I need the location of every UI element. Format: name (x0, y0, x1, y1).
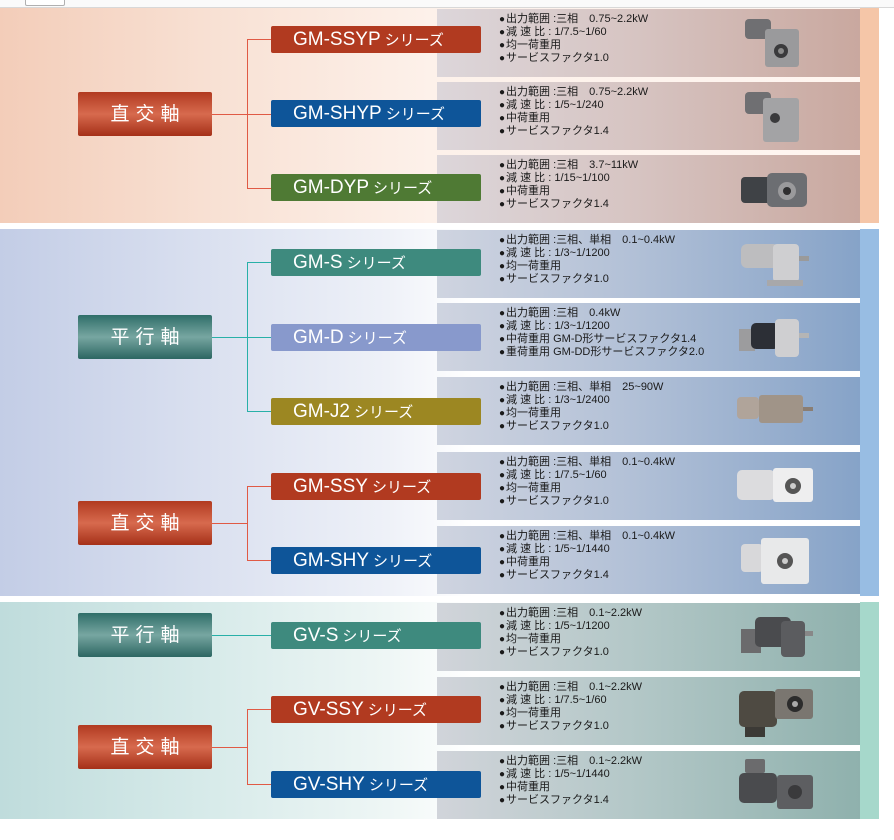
connector-line (247, 709, 272, 710)
spec-list: 出力範囲 :三相、単相 0.1~0.4kW 減 速 比 : 1/5~1/1440… (499, 530, 675, 582)
connector-line (212, 114, 272, 115)
spec-panel-gm-dyp: 出力範囲 :三相 3.7~11kW 減 速 比 : 1/15~1/100 中荷重… (437, 155, 860, 223)
toolbar-button[interactable] (25, 0, 65, 6)
connector-line (247, 188, 272, 189)
connector-line (212, 523, 247, 524)
connector-line (247, 39, 272, 40)
connector-line (212, 635, 272, 636)
gear-motor-hollow-shaft-icon (741, 538, 809, 584)
spec-list: 出力範囲 :三相 3.7~11kW 減 速 比 : 1/15~1/100 中荷重… (499, 159, 638, 211)
spec-panel-gm-shy: 出力範囲 :三相、単相 0.1~0.4kW 減 速 比 : 1/5~1/1440… (437, 526, 860, 594)
spec-panel-gv-s: 出力範囲 :三相 0.1~2.2kW 減 速 比 : 1/5~1/1200 均一… (437, 603, 860, 671)
spec-panel-gm-j2: 出力範囲 :三相、単相 25~90W 減 速 比 : 1/3~1/2400 均一… (437, 377, 860, 445)
connector-line (247, 709, 248, 785)
spec-panel-gm-d: 出力範囲 :三相 0.4kW 減 速 比 : 1/3~1/1200 中荷重用 G… (437, 303, 860, 371)
section-accent-strip (860, 229, 879, 596)
connector-line (247, 560, 272, 561)
connector-line (247, 39, 248, 189)
section-gm-p-series: 出力範囲 :三相 0.75~2.2kW 減 速 比 : 1/7.5~1/60 均… (0, 8, 879, 223)
category-box-right-angle-shaft[interactable]: 直交軸 (78, 725, 212, 769)
section-gm-series: 出力範囲 :三相、単相 0.1~0.4kW 減 速 比 : 1/3~1/1200… (0, 229, 879, 596)
gear-motor-small-icon (737, 395, 813, 423)
gear-motor-hollow-shaft-dark-icon (739, 689, 813, 737)
category-box-parallel-shaft[interactable]: 平行軸 (78, 315, 212, 359)
gear-motor-large-icon (741, 173, 807, 207)
connector-line (247, 262, 272, 263)
connector-line (247, 411, 272, 412)
gear-motor-parallel-icon (741, 244, 809, 286)
gear-motor-hollow-shaft-icon (737, 468, 813, 502)
section-gv-series: 出力範囲 :三相 0.1~2.2kW 減 速 比 : 1/5~1/1200 均一… (0, 602, 879, 819)
gear-motor-hollow-shaft-dark-icon (739, 759, 813, 809)
spec-list: 出力範囲 :三相、単相 0.1~0.4kW 減 速 比 : 1/3~1/1200… (499, 234, 675, 286)
category-box-parallel-shaft[interactable]: 平行軸 (78, 613, 212, 657)
top-toolbar (0, 0, 894, 8)
category-box-right-angle-shaft[interactable]: 直交軸 (78, 92, 212, 136)
spec-panel-gm-ssyp: 出力範囲 :三相 0.75~2.2kW 減 速 比 : 1/7.5~1/60 均… (437, 9, 860, 77)
spec-list: 出力範囲 :三相 0.1~2.2kW 減 速 比 : 1/5~1/1440 中荷… (499, 755, 642, 807)
section-accent-strip (860, 602, 879, 819)
spec-list: 出力範囲 :三相 0.1~2.2kW 減 速 比 : 1/7.5~1/60 均一… (499, 681, 642, 733)
connector-line (247, 486, 272, 487)
spec-panel-gv-ssy: 出力範囲 :三相 0.1~2.2kW 減 速 比 : 1/7.5~1/60 均一… (437, 677, 860, 745)
connector-line (212, 747, 247, 748)
gear-motor-parallel-icon (739, 319, 809, 357)
connector-line (247, 262, 248, 412)
category-box-right-angle-shaft[interactable]: 直交軸 (78, 501, 212, 545)
gear-motor-hollow-shaft-icon (745, 19, 799, 67)
spec-list: 出力範囲 :三相、単相 25~90W 減 速 比 : 1/3~1/2400 均一… (499, 381, 663, 433)
spec-list: 出力範囲 :三相 0.1~2.2kW 減 速 比 : 1/5~1/1200 均一… (499, 607, 642, 659)
gear-motor-parallel-dark-icon (741, 617, 813, 657)
spec-panel-gv-shy: 出力範囲 :三相 0.1~2.2kW 減 速 比 : 1/5~1/1440 中荷… (437, 751, 860, 819)
spec-panel-gm-ssy: 出力範囲 :三相、単相 0.1~0.4kW 減 速 比 : 1/7.5~1/60… (437, 452, 860, 520)
gear-motor-hollow-shaft-icon (745, 92, 799, 142)
spec-panel-gm-s: 出力範囲 :三相、単相 0.1~0.4kW 減 速 比 : 1/3~1/1200… (437, 230, 860, 298)
connector-line (247, 486, 248, 561)
section-accent-strip (860, 8, 879, 223)
spec-list: 出力範囲 :三相 0.4kW 減 速 比 : 1/3~1/1200 中荷重用 G… (499, 307, 704, 359)
connector-line (247, 784, 272, 785)
spec-list: 出力範囲 :三相、単相 0.1~0.4kW 減 速 比 : 1/7.5~1/60… (499, 456, 675, 508)
spec-panel-gm-shyp: 出力範囲 :三相 0.75~2.2kW 減 速 比 : 1/5~1/240 中荷… (437, 82, 860, 150)
spec-list: 出力範囲 :三相 0.75~2.2kW 減 速 比 : 1/7.5~1/60 均… (499, 13, 648, 65)
connector-line (212, 337, 272, 338)
spec-list: 出力範囲 :三相 0.75~2.2kW 減 速 比 : 1/5~1/240 中荷… (499, 86, 648, 138)
